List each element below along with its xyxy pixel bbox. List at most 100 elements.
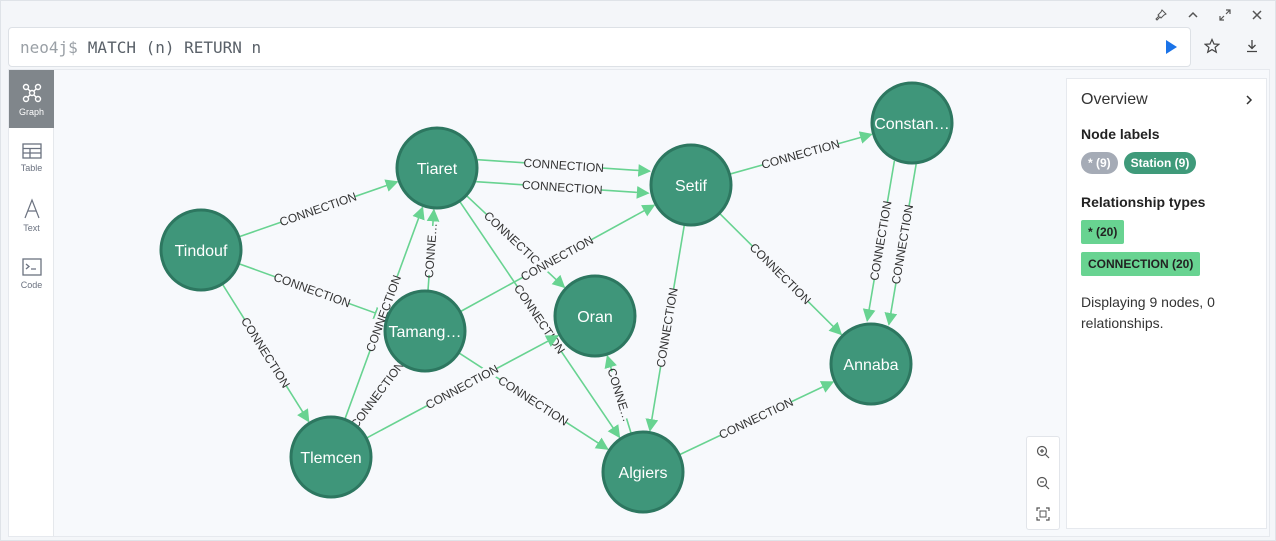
- relationship-label: CONNECTION: [747, 240, 814, 307]
- rel-type-connection[interactable]: CONNECTION (20): [1081, 252, 1201, 276]
- query-editor[interactable]: neo4j$ MATCH (n) RETURN n: [8, 27, 1191, 67]
- relationship-label: CONNECTION: [278, 189, 359, 229]
- sidebar-label-text: Text: [23, 222, 40, 233]
- pin-icon[interactable]: [1151, 7, 1171, 23]
- sidebar-label-graph: Graph: [18, 106, 44, 117]
- sidebar-item-code[interactable]: Code: [9, 244, 54, 302]
- relationship-label-bg: [747, 241, 813, 307]
- relationship-label-bg: [482, 209, 549, 274]
- node-circle[interactable]: [395, 126, 479, 210]
- star-icon: [1204, 38, 1220, 54]
- query-text[interactable]: MATCH (n) RETURN n: [87, 37, 262, 57]
- fit-screen-icon: [1036, 507, 1050, 521]
- result-frame: Graph Table Text: [8, 69, 1270, 537]
- relationship-label-bg: [605, 369, 634, 421]
- node-labels-heading: Node labels: [1081, 126, 1160, 142]
- relationship-types-list: * (20) CONNECTION (20): [1081, 220, 1252, 284]
- relationship-label: CONNECTION: [523, 156, 604, 175]
- sidebar-label-table: Table: [20, 162, 43, 173]
- relationship-label-bg: [273, 270, 352, 311]
- node-circle[interactable]: [649, 143, 733, 227]
- code-icon: [21, 257, 42, 276]
- relationship-label-bg: [761, 136, 840, 172]
- query-prompt: neo4j$: [20, 37, 78, 57]
- node-tamanghasset[interactable]: Tamang…: [383, 289, 467, 373]
- node-label: Constan…: [874, 116, 950, 133]
- node-circle[interactable]: [383, 289, 467, 373]
- relationship-label: CONNECTION: [717, 395, 796, 442]
- collapse-overview-button[interactable]: [1244, 93, 1254, 111]
- node-label: Oran: [577, 309, 613, 326]
- download-button[interactable]: [1243, 37, 1261, 55]
- zoom-out-button[interactable]: [1035, 475, 1051, 491]
- relationship-label-bg: [496, 373, 570, 429]
- relationship-label-bg: [519, 233, 595, 284]
- table-icon: [21, 142, 42, 159]
- relationship-label-bg: [889, 204, 916, 284]
- node-circle[interactable]: [601, 430, 685, 514]
- sidebar-item-graph[interactable]: Graph: [9, 70, 54, 128]
- sidebar-item-text[interactable]: Text: [9, 186, 54, 244]
- node-label-all[interactable]: * (9): [1081, 152, 1118, 174]
- node-algiers[interactable]: Algiers: [601, 430, 685, 514]
- relationship-label-bg: [522, 177, 602, 197]
- sidebar-item-table[interactable]: Table: [9, 128, 54, 186]
- overview-title: Overview: [1081, 91, 1148, 108]
- relationship-label-bg: [524, 155, 604, 176]
- close-icon[interactable]: [1247, 7, 1267, 23]
- relationship-label: CONNE…: [422, 222, 440, 278]
- overview-description: Displaying 9 nodes, 0 relationships.: [1081, 294, 1215, 331]
- relationship-label-bg: [363, 274, 404, 353]
- relationship-label: CONNECTION: [889, 203, 916, 285]
- node-constantine[interactable]: Constan…: [870, 81, 954, 165]
- node-label: Setif: [675, 178, 708, 195]
- relationship-label-bg: [278, 189, 358, 229]
- view-sidebar: Graph Table Text: [9, 70, 54, 536]
- sidebar-label-code: Code: [20, 279, 43, 290]
- relationship-label-bg: [348, 359, 407, 431]
- relationship-label: CONNE…: [604, 366, 634, 423]
- relationship-label: CONNECTION: [760, 137, 841, 172]
- relationship-label: CONNECTION: [238, 315, 293, 391]
- node-annaba[interactable]: Annaba: [829, 322, 913, 406]
- relationship-label: CONNECTION: [654, 287, 681, 369]
- relationship-label-bg: [422, 225, 440, 276]
- relationship-types-heading: Relationship types: [1081, 194, 1206, 210]
- node-circle[interactable]: [159, 208, 243, 292]
- query-tools: [1203, 37, 1261, 55]
- node-label: Algiers: [619, 465, 668, 482]
- graph-svg: CONNECTIONCONNECTIONCONNECTIONCONNECTION…: [159, 81, 954, 514]
- relationship-label: CONNECTION: [272, 270, 353, 311]
- chevron-right-icon: [1246, 95, 1253, 105]
- node-tlemcen[interactable]: Tlemcen: [289, 415, 373, 499]
- graph-icon: [22, 83, 41, 102]
- zoom-out-icon: [1036, 476, 1050, 490]
- node-label: Tlemcen: [300, 450, 361, 467]
- node-setif[interactable]: Setif: [649, 143, 733, 227]
- run-query-button[interactable]: [1162, 38, 1180, 56]
- expand-icon[interactable]: [1215, 7, 1235, 23]
- relationship-label-bg: [653, 287, 681, 368]
- fit-to-screen-button[interactable]: [1035, 506, 1051, 522]
- node-label: Tiaret: [417, 161, 458, 178]
- node-tiaret[interactable]: Tiaret: [395, 126, 479, 210]
- node-labels-list: * (9) Station (9): [1081, 152, 1252, 174]
- relationship-label-bg: [238, 315, 293, 390]
- node-label: Tindouf: [175, 243, 228, 260]
- zoom-in-button[interactable]: [1035, 444, 1051, 460]
- node-label: Tamang…: [389, 324, 462, 341]
- node-circle[interactable]: [289, 415, 373, 499]
- rel-type-all[interactable]: * (20): [1081, 220, 1125, 244]
- collapse-icon[interactable]: [1183, 7, 1203, 23]
- node-oran[interactable]: Oran: [553, 274, 637, 358]
- node-circle[interactable]: [553, 274, 637, 358]
- node-circle[interactable]: [870, 81, 954, 165]
- node-label-station[interactable]: Station (9): [1123, 152, 1197, 174]
- relationship-label-bg: [717, 395, 795, 442]
- node-tindouf[interactable]: Tindouf: [159, 208, 243, 292]
- node-circle[interactable]: [829, 322, 913, 406]
- relationship-label: CONNECTION: [495, 373, 570, 429]
- favorite-button[interactable]: [1203, 37, 1221, 55]
